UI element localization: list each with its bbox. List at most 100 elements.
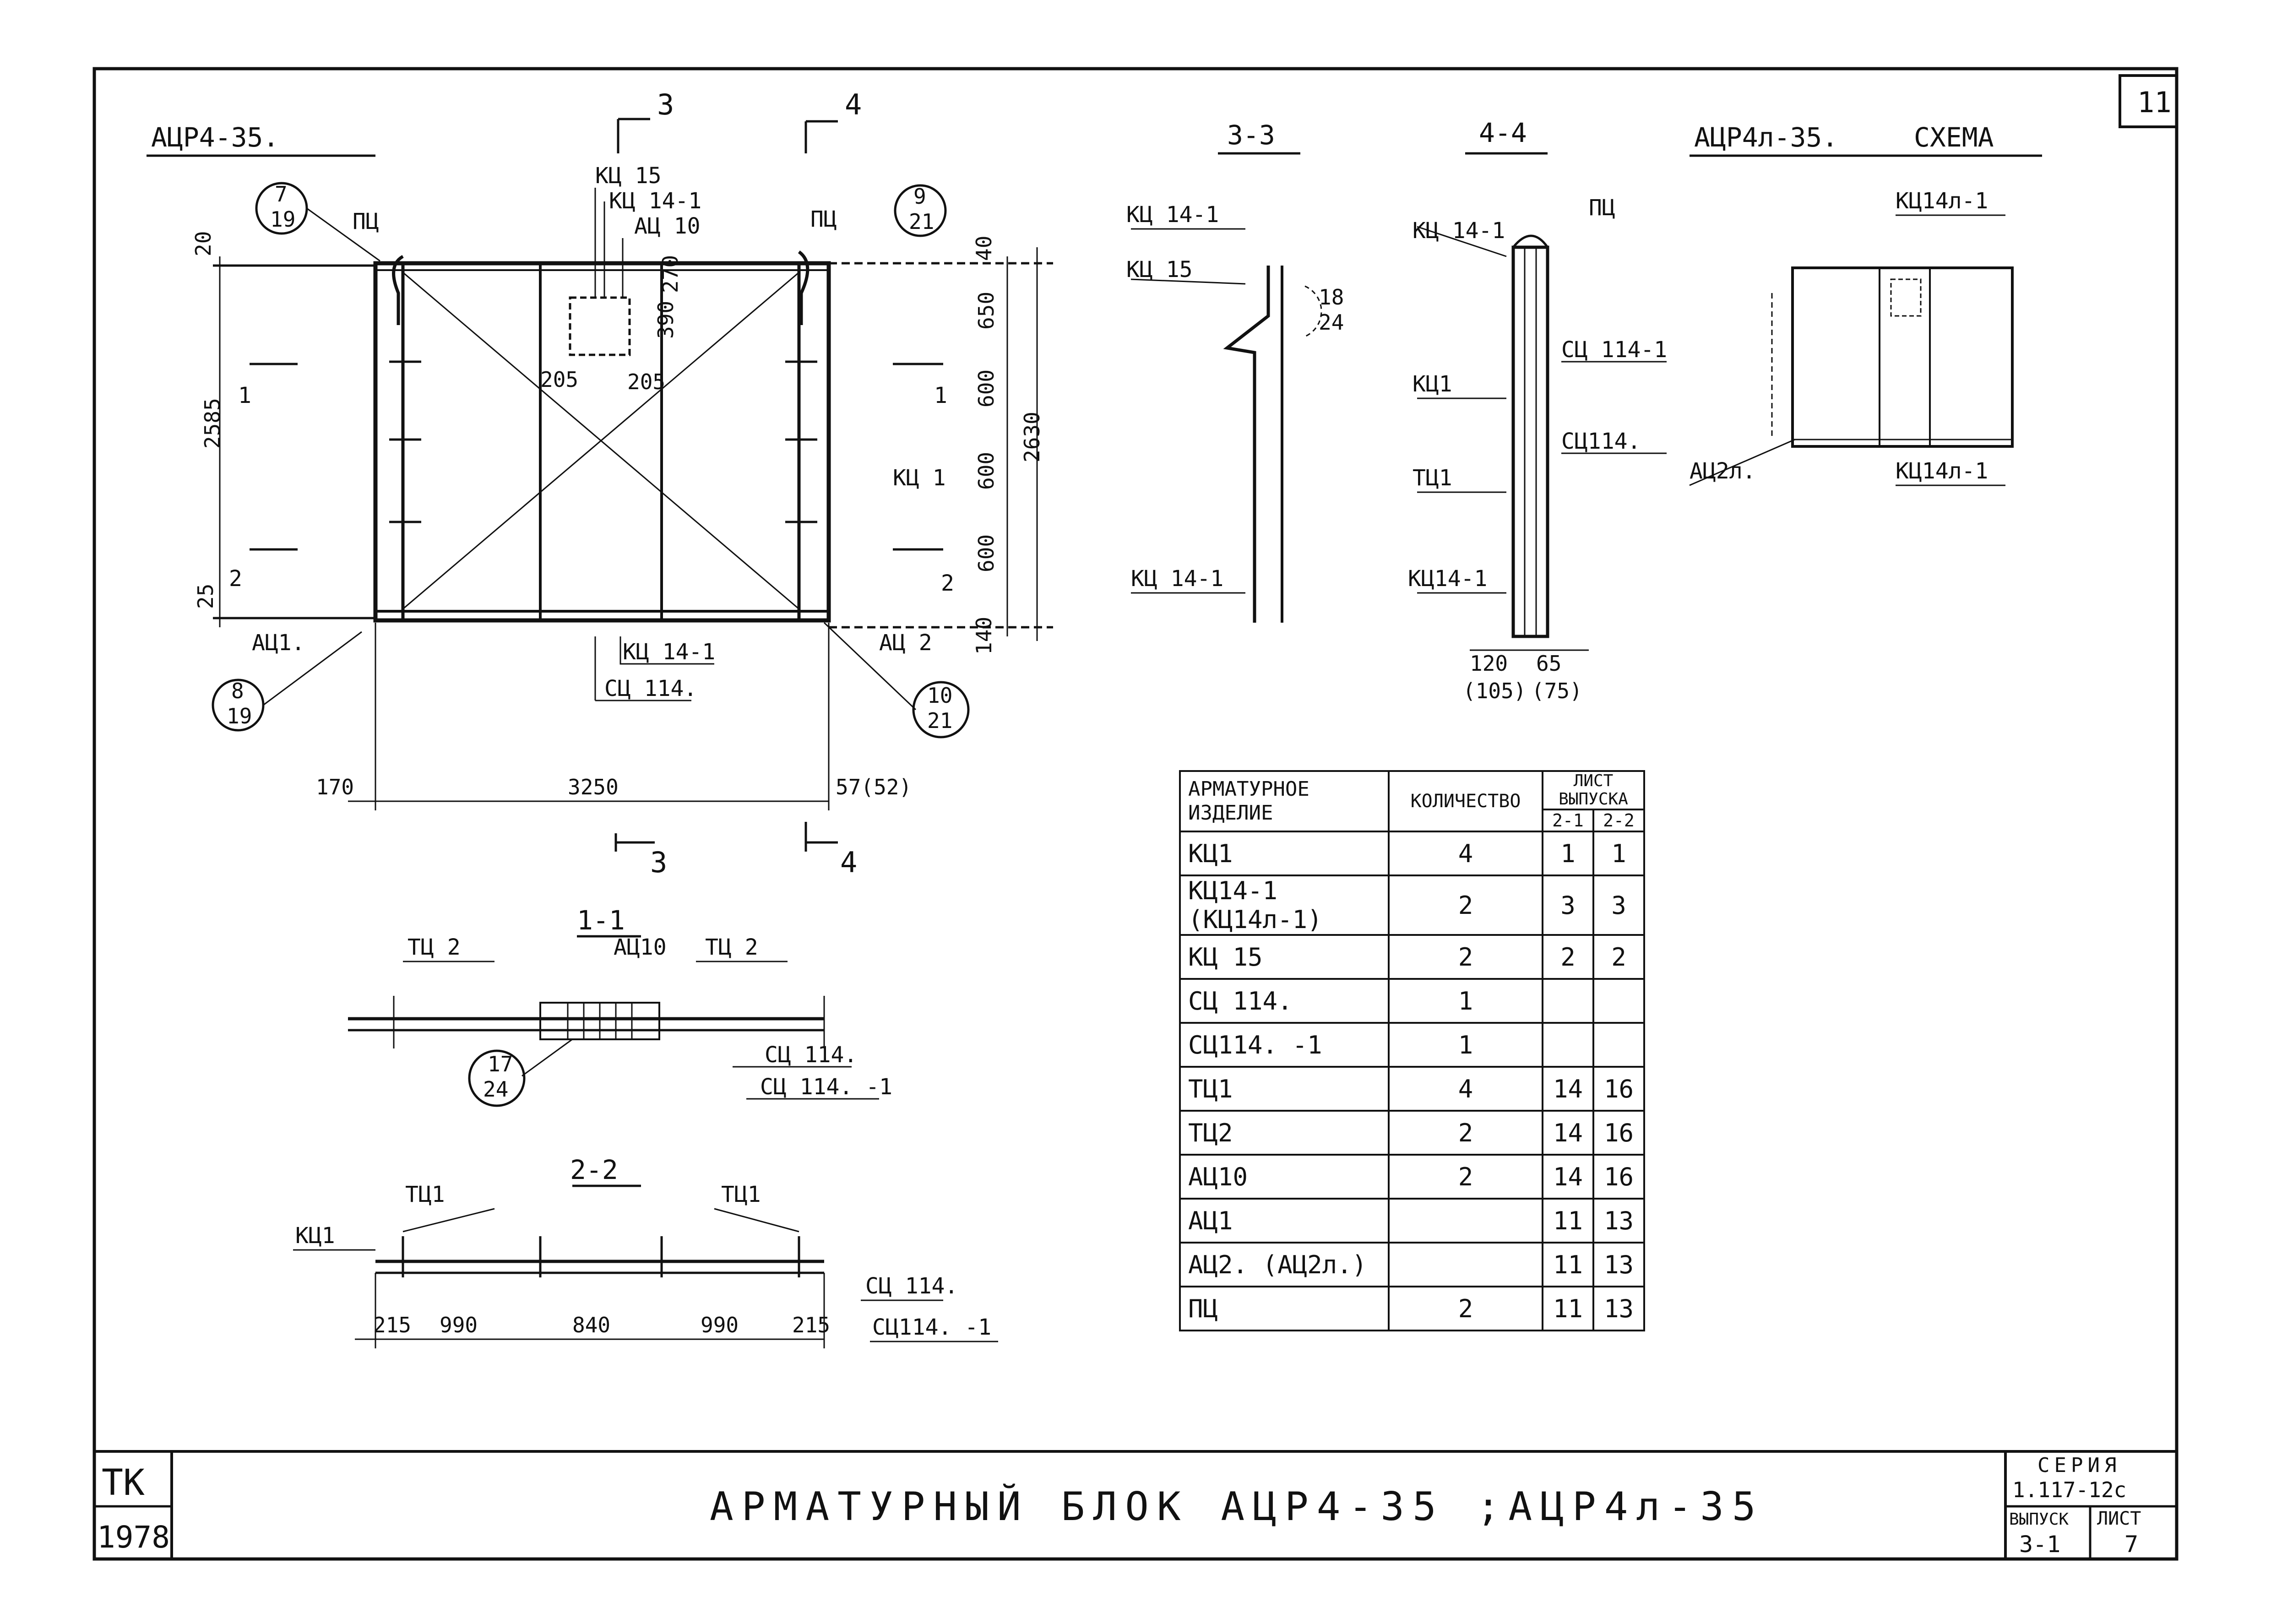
dim-22-215-right: 215 [792, 1313, 830, 1337]
section-2-2-title: 2-2 [570, 1154, 618, 1185]
spec-cell-item: ПЦ [1179, 1286, 1390, 1331]
dim-2585: 2585 [200, 398, 225, 449]
section-1-1-title: 1-1 [577, 905, 625, 936]
dim-22-990-right: 990 [701, 1313, 739, 1337]
spec-cell-s2: 13 [1592, 1242, 1645, 1287]
callout-17-den: 24 [483, 1077, 508, 1102]
main-view-title: АЦР4-35. [151, 122, 279, 153]
section-4-4-geometry [1417, 226, 1667, 651]
dim-205-left: 205 [540, 367, 578, 392]
spec-cell-item: КЦ 15 [1179, 934, 1390, 980]
label-scheme-kc14l-top: КЦ14л-1 [1896, 188, 1988, 214]
label-sc114: СЦ 114. [604, 676, 697, 701]
dim-120: 120 [1470, 651, 1508, 676]
spec-cell-s1: 3 [1542, 874, 1594, 936]
corner-number-box [2119, 74, 2178, 128]
spec-cell-qty [1388, 1198, 1543, 1244]
dim-270: 270 [658, 255, 683, 293]
spec-cell-qty: 2 [1388, 934, 1543, 980]
spec-cell-s1: 14 [1542, 1110, 1594, 1156]
spec-cell-s2 [1592, 978, 1645, 1024]
spec-cell-s2: 16 [1592, 1154, 1645, 1200]
spec-cell-s2: 16 [1592, 1110, 1645, 1156]
spec-cell-s1: 11 [1542, 1242, 1594, 1287]
callout-10-num: 10 [927, 683, 952, 708]
dim-390: 390 [653, 301, 678, 339]
title-block-year: 1978 [97, 1520, 170, 1555]
callout-9-den: 21 [909, 209, 934, 234]
callout-7-num: 7 [275, 182, 288, 206]
title-block-org: ТК [102, 1462, 145, 1504]
spec-cell-s2: 13 [1592, 1286, 1645, 1331]
dim-2630: 2630 [1020, 412, 1044, 462]
sheet-value: 7 [2124, 1531, 2138, 1558]
spec-cell-qty: 4 [1388, 831, 1543, 876]
dim-75: (75) [1532, 679, 1582, 703]
section-2-mark-right: 2 [941, 570, 954, 596]
main-view-geometry [212, 118, 1053, 852]
section-1-mark-left: 1 [238, 383, 251, 408]
label-pc-right: ПЦ [810, 206, 837, 232]
spec-cell-qty: 2 [1388, 1110, 1543, 1156]
label-22-tc1-right: ТЦ1 [721, 1182, 761, 1207]
label-11-tc2-left: ТЦ 2 [407, 934, 461, 960]
dim-105: (105) [1463, 679, 1526, 703]
dim-22-840: 840 [572, 1313, 610, 1337]
label-22-kc1: КЦ1 [295, 1223, 335, 1249]
label-44-pc: ПЦ [1589, 195, 1615, 221]
label-scheme-kc14l-bottom: КЦ14л-1 [1896, 458, 1988, 484]
dim-600-1: 600 [974, 369, 999, 407]
label-ac2: АЦ 2 [879, 630, 932, 656]
label-ac1: АЦ1. [252, 630, 305, 656]
label-kc14-1-bottom: КЦ 14-1 [623, 639, 715, 665]
label-44-kc14-1-bottom: КЦ14-1 [1408, 566, 1487, 592]
label-44-sc114: СЦ114. [1561, 429, 1641, 454]
label-33-kc15: КЦ 15 [1126, 257, 1193, 282]
dim-600-3: 600 [974, 534, 999, 572]
scheme-geometry [1689, 214, 2014, 486]
spec-header-sub2: 2-2 [1592, 809, 1645, 832]
spec-cell-item: ТЦ1 [1179, 1066, 1390, 1112]
drawing-title: АРМАТУРНЫЙ БЛОК АЦР4-35 ;АЦР4л-35 [710, 1483, 1764, 1530]
spec-header-sub1: 2-1 [1542, 809, 1594, 832]
spec-cell-qty: 1 [1388, 1022, 1543, 1068]
dim-650: 650 [974, 292, 999, 330]
spec-cell-s2: 1 [1592, 831, 1645, 876]
spec-cell-qty [1388, 1242, 1543, 1287]
section-4-4-title: 4-4 [1479, 117, 1527, 148]
spec-cell-s1: 2 [1542, 934, 1594, 980]
label-11-sc114: СЦ 114. [765, 1042, 857, 1068]
spec-cell-item: ТЦ2 [1179, 1110, 1390, 1156]
label-44-sc114-1: СЦ 114-1 [1561, 337, 1667, 363]
dim-170: 170 [316, 775, 354, 799]
label-ac10: АЦ 10 [634, 213, 701, 239]
section-2-mark-left: 2 [229, 566, 242, 592]
spec-header-qty: КОЛИЧЕСТВО [1388, 770, 1543, 832]
label-33-kc14-1-top: КЦ 14-1 [1126, 202, 1219, 228]
sheet-label: ЛИСТ [2097, 1508, 2141, 1529]
dim-57-52: 57(52) [836, 775, 912, 799]
dim-600-2: 600 [974, 452, 999, 490]
scheme-subtitle: СХЕМА [1914, 122, 1994, 153]
label-44-tc1: ТЦ1 [1413, 465, 1452, 491]
spec-cell-s1: 1 [1542, 831, 1594, 876]
section-mark-3-bottom: 3 [650, 846, 667, 879]
spec-cell-item: СЦ 114. [1179, 978, 1390, 1024]
spec-cell-qty: 2 [1388, 1154, 1543, 1200]
spec-cell-qty: 1 [1388, 978, 1543, 1024]
spec-table: АРМАТУРНОЕ ИЗДЕЛИЕ КОЛИЧЕСТВО ЛИСТ ВЫПУС… [1179, 770, 1645, 1331]
corner-sheet-number: 11 [2137, 86, 2172, 119]
scheme-title: АЦР4л-35. [1694, 122, 1838, 153]
callout-9-num: 9 [913, 184, 926, 209]
spec-table-row: СЦ 114.1 [1179, 978, 1645, 1024]
callout-8-num: 8 [231, 679, 244, 703]
